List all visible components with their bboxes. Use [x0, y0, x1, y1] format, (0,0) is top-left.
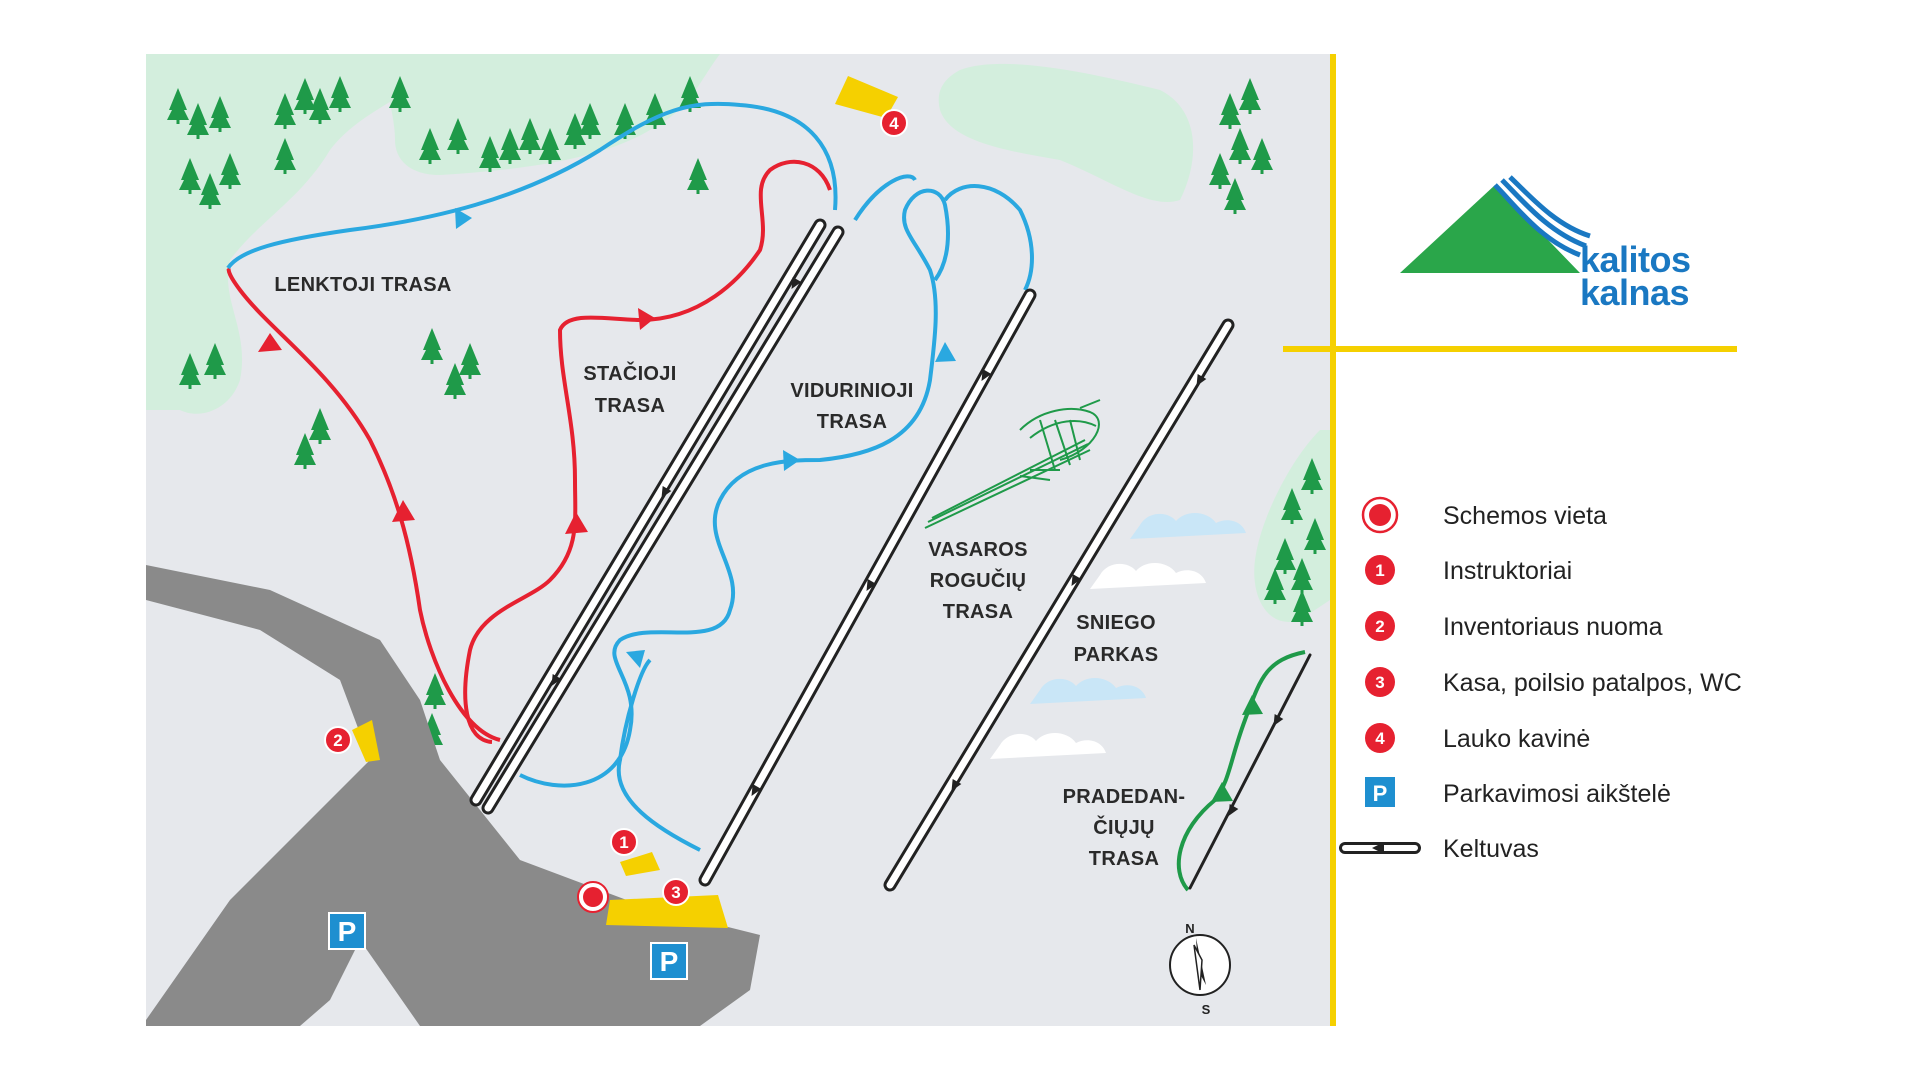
trail-labels: LENKTOJI TRASA STAČIOJI TRASA VIDURINIOJ…	[274, 274, 1185, 870]
logo-line-2: kalnas	[1580, 272, 1689, 313]
snow-park-features	[990, 512, 1246, 759]
parking-sign-right[interactable]: P	[650, 942, 688, 980]
label-sniego-1: SNIEGO	[1076, 612, 1156, 634]
legend-badge: 3	[1375, 673, 1384, 692]
blue-trails	[226, 101, 1034, 852]
legend-label: Kasa, poilsio patalpos, WC	[1443, 669, 1742, 697]
legend-badge: 2	[1375, 617, 1384, 636]
label-sniego-2: PARKAS	[1074, 644, 1159, 666]
logo-line-1: kalitos	[1580, 239, 1691, 280]
badge-1-number: 1	[619, 833, 628, 852]
label-stacioji-1: STAČIOJI	[583, 361, 676, 385]
panel-divider-vertical	[1330, 54, 1336, 1026]
parking-sign-left[interactable]: P	[328, 912, 366, 950]
badge-2-number: 2	[333, 731, 342, 750]
legend-label: Schemos vieta	[1443, 502, 1607, 530]
logo: kalitos kalnas	[1400, 175, 1691, 313]
badge-3-number: 3	[671, 883, 680, 902]
label-lenktoji: LENKTOJI TRASA	[274, 274, 451, 296]
blue-trail-arrows	[455, 208, 956, 668]
forest-area-right	[938, 63, 1194, 202]
facility-3-ticket-office[interactable]: 3	[606, 878, 728, 928]
legend-badge: 4	[1375, 729, 1385, 748]
logo-mountain-icon	[1400, 185, 1580, 273]
compass-north: N	[1185, 921, 1194, 936]
green-beginner-trail	[1176, 650, 1306, 892]
legend-badge: 1	[1375, 561, 1384, 580]
legend-item-1: 1 Instruktoriai	[1365, 555, 1572, 585]
legend: Schemos vieta 1 Instruktoriai 2 Inventor…	[1339, 496, 1742, 863]
label-stacioji-2: TRASA	[595, 395, 665, 417]
legend-item-4: 4 Lauko kavinė	[1365, 723, 1590, 753]
compass: N S	[1169, 921, 1231, 1017]
legend-label: Keltuvas	[1443, 835, 1539, 863]
label-pradedanciuju-3: TRASA	[1089, 848, 1159, 870]
legend-item-3: 3 Kasa, poilsio patalpos, WC	[1365, 667, 1742, 697]
parking-letter: P	[338, 916, 357, 947]
label-vasaros-2: ROGUČIŲ	[930, 568, 1027, 592]
green-trail-arrows	[1211, 695, 1263, 802]
red-trails	[226, 159, 832, 744]
legend-item-parking: P Parkavimosi aikštelė	[1365, 777, 1671, 808]
parking-letter: P	[660, 946, 679, 977]
label-pradedanciuju-2: ČIŲJŲ	[1093, 815, 1155, 839]
legend-label: Instruktoriai	[1443, 557, 1572, 585]
legend-label: Parkavimosi aikštelė	[1443, 780, 1671, 808]
label-vidurinioji-1: VIDURINIOJI	[790, 380, 913, 402]
legend-badge: P	[1373, 781, 1388, 806]
you-are-here-marker[interactable]	[577, 881, 609, 913]
road-and-parking	[146, 565, 760, 1026]
facility-1-instructors[interactable]: 1	[610, 828, 660, 876]
facility-4-cafe[interactable]: 4	[835, 76, 908, 137]
forest-area-left	[146, 54, 470, 414]
label-vasaros-1: VASAROS	[928, 539, 1028, 561]
badge-4-number: 4	[889, 114, 899, 133]
forest-area-top	[386, 54, 720, 175]
label-vasaros-3: TRASA	[943, 601, 1013, 623]
red-trail-arrows	[258, 308, 655, 534]
panel-divider-horizontal	[1283, 346, 1737, 352]
legend-label: Inventoriaus nuoma	[1443, 613, 1663, 641]
label-vidurinioji-2: TRASA	[817, 411, 887, 433]
legend-item-you-are-here: Schemos vieta	[1361, 496, 1607, 534]
right-panel	[1283, 54, 1737, 1026]
legend-label: Lauko kavinė	[1443, 725, 1590, 753]
legend-item-lift: Keltuvas	[1339, 835, 1539, 863]
summer-sled-track	[924, 399, 1101, 529]
facility-2-rental[interactable]: 2	[324, 720, 380, 762]
legend-item-2: 2 Inventoriaus nuoma	[1365, 611, 1663, 641]
compass-south: S	[1202, 1002, 1211, 1017]
label-pradedanciuju-1: PRADEDAN-	[1063, 786, 1186, 808]
